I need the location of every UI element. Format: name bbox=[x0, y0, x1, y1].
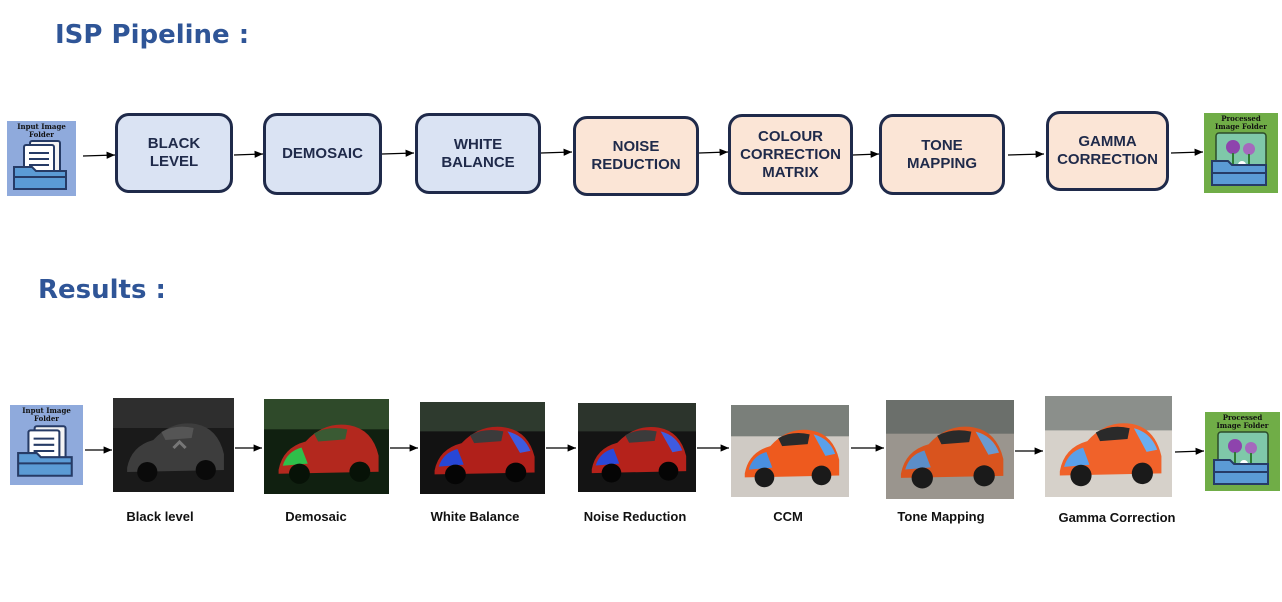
stage-noise-reduction: NOISE REDUCTION bbox=[573, 116, 699, 196]
input-image-folder: Input Image Folder bbox=[7, 121, 76, 196]
result-image-demosaic bbox=[264, 399, 389, 494]
stage-label: COLOUR CORRECTION MATRIX bbox=[740, 127, 841, 181]
arrow-icon bbox=[698, 148, 729, 156]
stage-label: GAMMA CORRECTION bbox=[1057, 133, 1158, 168]
arrow-icon bbox=[381, 149, 415, 157]
stage-demosaic: DEMOSAIC bbox=[263, 113, 382, 195]
results-input-image-folder: Input Image Folder bbox=[10, 405, 83, 485]
stage-white-balance: WHITE BALANCE bbox=[415, 113, 541, 194]
pipeline-heading: ISP Pipeline : bbox=[55, 20, 250, 50]
car-black-level-image bbox=[113, 398, 234, 492]
flower-image-folder-icon bbox=[1211, 132, 1267, 186]
arrow-icon bbox=[852, 150, 880, 158]
arrow-icon bbox=[1174, 447, 1205, 455]
car-ccm-image bbox=[731, 405, 849, 497]
input-folder-label: Input Image Folder bbox=[17, 122, 66, 139]
results-processed-image-folder: Processed Image Folder bbox=[1205, 412, 1280, 491]
output-folder-label: Processed Image Folder bbox=[1216, 413, 1269, 430]
stage-gamma-correction: GAMMA CORRECTION bbox=[1046, 111, 1169, 191]
stage-colour-correction-matrix: COLOUR CORRECTION MATRIX bbox=[728, 114, 853, 195]
caption-ccm: CCM bbox=[773, 509, 803, 524]
caption-gamma-correction: Gamma Correction bbox=[1058, 510, 1176, 525]
car-tone-mapping-image bbox=[886, 400, 1014, 499]
arrow-icon bbox=[233, 150, 264, 158]
caption-tone-mapping: Tone Mapping bbox=[897, 509, 985, 524]
stage-label: NOISE REDUCTION bbox=[591, 138, 681, 173]
stage-black-level: BLACK LEVEL bbox=[115, 113, 233, 193]
document-folder-icon bbox=[12, 140, 67, 190]
arrow-icon bbox=[540, 148, 573, 156]
car-demosaic-image bbox=[264, 399, 389, 494]
document-folder-icon bbox=[16, 425, 73, 477]
result-image-black-level bbox=[113, 398, 234, 492]
stage-label: TONE MAPPING bbox=[906, 136, 977, 172]
result-image-gamma-correction bbox=[1045, 396, 1172, 497]
arrow-icon bbox=[82, 151, 116, 159]
result-image-white-balance bbox=[420, 402, 545, 494]
flower-image-folder-icon bbox=[1212, 431, 1269, 485]
input-folder-label: Input Image Folder bbox=[22, 406, 71, 423]
stage-tone-mapping: TONE MAPPING bbox=[879, 114, 1005, 195]
car-gamma-correction-image bbox=[1045, 396, 1172, 497]
arrow-icon bbox=[1170, 148, 1204, 156]
result-image-tone-mapping bbox=[886, 400, 1014, 499]
caption-demosaic: Demosaic bbox=[285, 509, 347, 524]
processed-image-folder: Processed Image Folder bbox=[1204, 113, 1278, 193]
stage-label: WHITE BALANCE bbox=[441, 135, 515, 171]
caption-noise-reduction: Noise Reduction bbox=[583, 509, 687, 524]
car-noise-reduction-image bbox=[578, 403, 696, 492]
output-folder-label: Processed Image Folder bbox=[1215, 114, 1267, 131]
caption-black-level: Black level bbox=[126, 509, 194, 524]
arrow-icon bbox=[1007, 150, 1045, 158]
caption-white-balance: White Balance bbox=[430, 509, 520, 524]
results-heading: Results : bbox=[38, 275, 166, 305]
car-white-balance-image bbox=[420, 402, 545, 494]
stage-label: DEMOSAIC bbox=[282, 145, 363, 162]
result-image-noise-reduction bbox=[578, 403, 696, 492]
result-image-ccm bbox=[731, 405, 849, 497]
stage-label: BLACK LEVEL bbox=[147, 135, 201, 170]
